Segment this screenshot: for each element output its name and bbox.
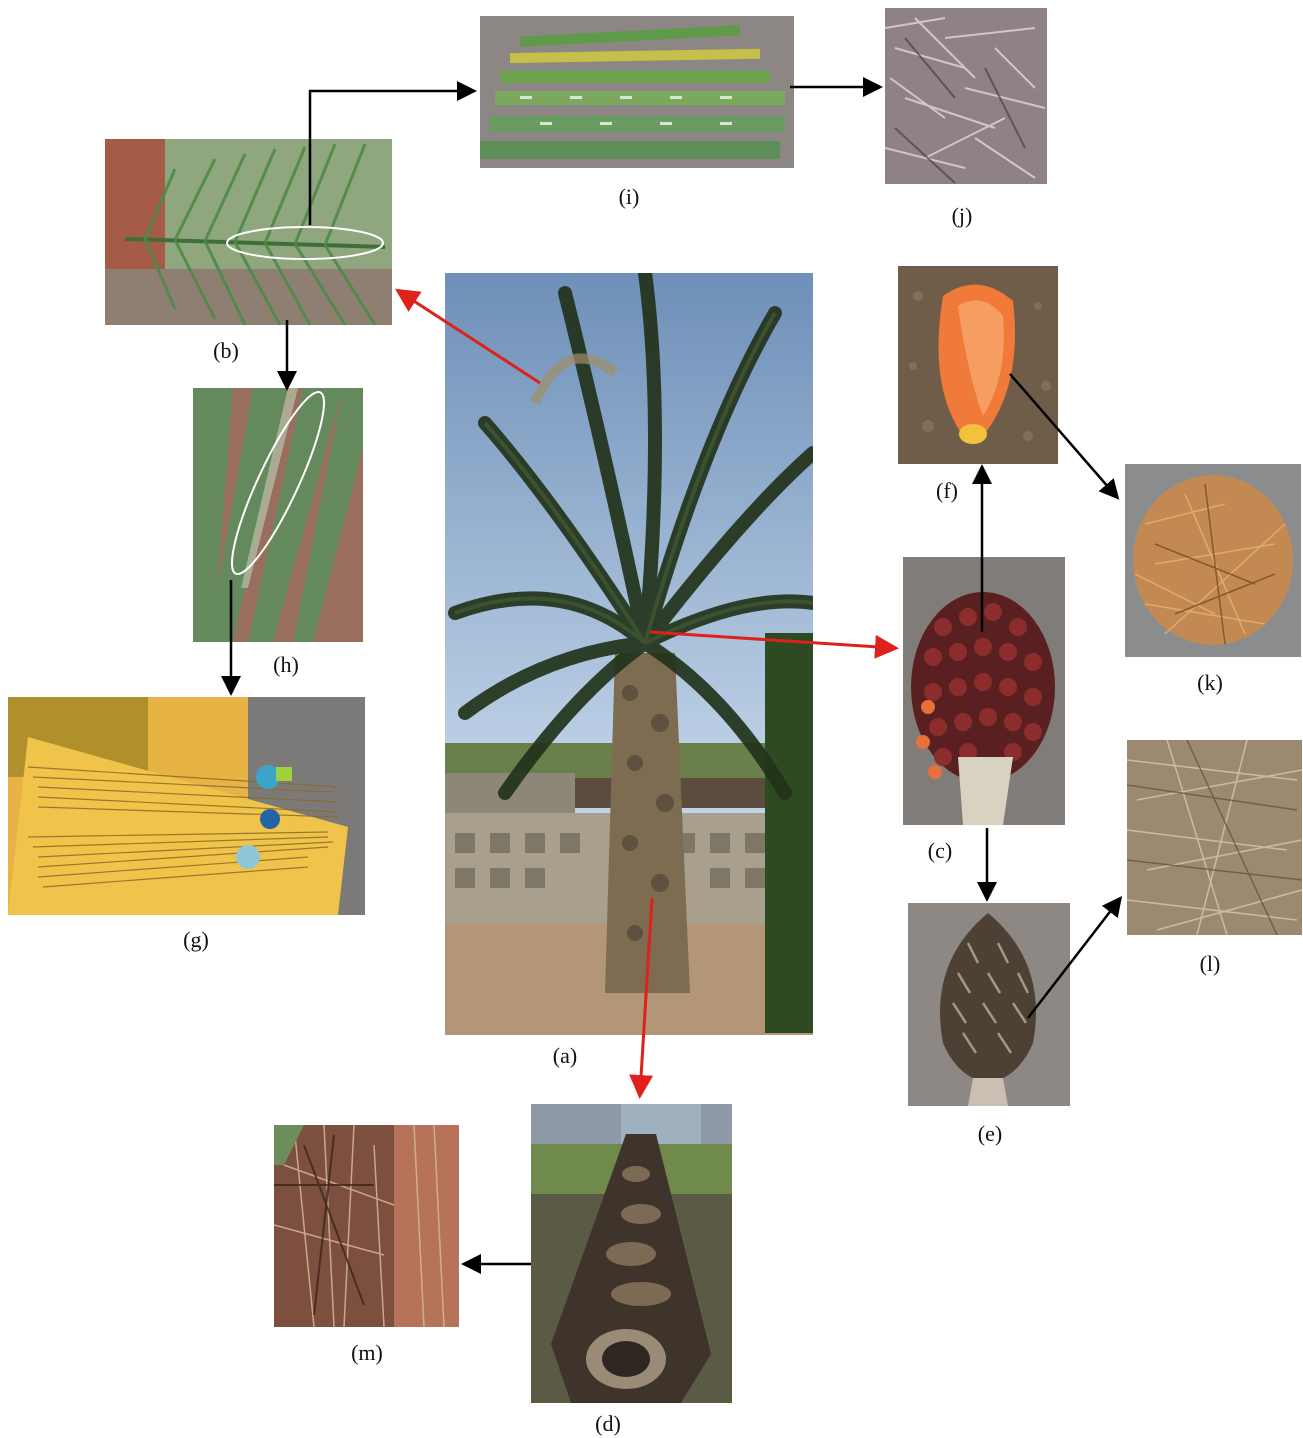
panel-i-split-rachis [480, 16, 794, 168]
caption-b: (b) [196, 338, 256, 364]
panel-k-mesocarp-fibre [1125, 464, 1301, 657]
caption-i: (i) [599, 184, 659, 210]
caption-g: (g) [166, 927, 226, 953]
caption-m: (m) [337, 1340, 397, 1366]
panel-g-brooms [8, 697, 365, 915]
panel-c-fruit-bunch [903, 557, 1065, 825]
caption-k: (k) [1180, 670, 1240, 696]
panel-b-palm-frond [105, 139, 392, 325]
panel-a-oil-palm-tree [445, 273, 813, 1035]
caption-c: (c) [910, 838, 970, 864]
panel-m-trunk-fibre [274, 1125, 459, 1327]
caption-l: (l) [1180, 951, 1240, 977]
caption-j: (j) [932, 203, 992, 229]
caption-h: (h) [256, 652, 316, 678]
caption-a: (a) [535, 1043, 595, 1069]
caption-e: (e) [960, 1121, 1020, 1147]
panel-h-leaflets [193, 388, 363, 642]
panel-j-rachis-fibre [885, 8, 1047, 184]
caption-d: (d) [578, 1411, 638, 1437]
panel-d-palm-trunk [531, 1104, 732, 1403]
panel-f-palm-fruit [898, 266, 1058, 464]
panel-l-efb-fibre [1127, 740, 1302, 935]
caption-f: (f) [917, 478, 977, 504]
panel-e-empty-fruit-bunch [908, 903, 1070, 1106]
